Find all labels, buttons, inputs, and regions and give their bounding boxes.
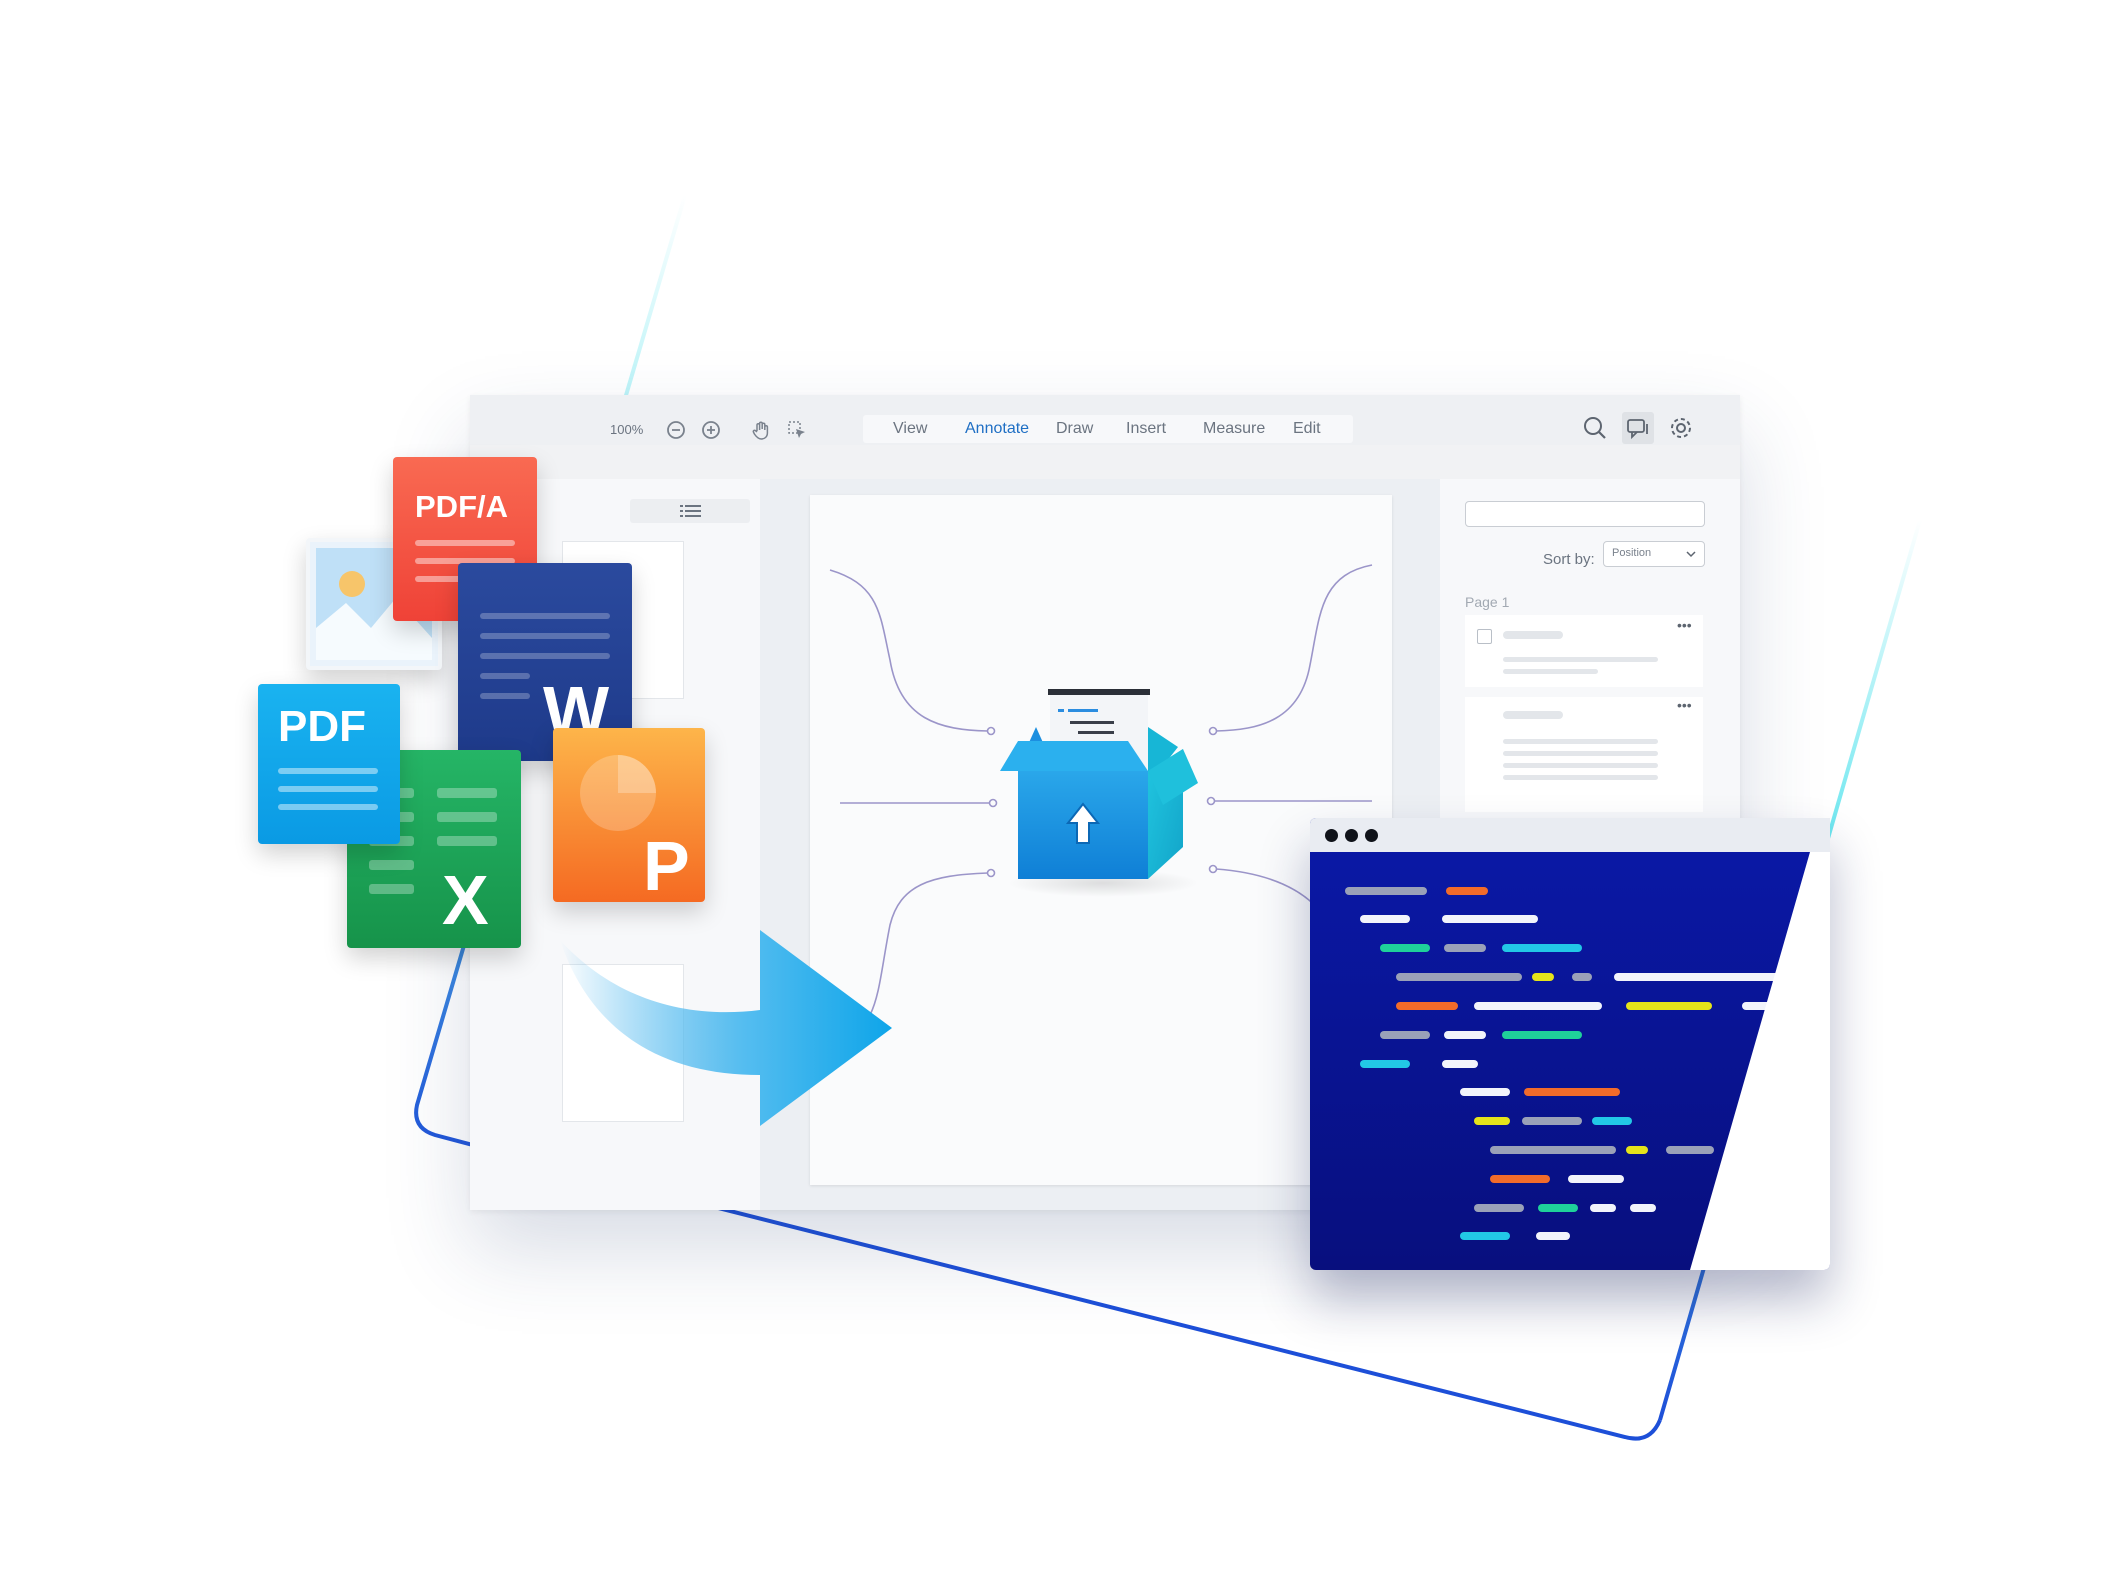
code-token — [1446, 887, 1488, 895]
outline-bottom-edge — [559, 1166, 1662, 1441]
code-token — [1536, 1232, 1570, 1240]
page-heading: Page 1 — [1465, 594, 1510, 610]
code-token — [1626, 1002, 1712, 1010]
window-dot-icon[interactable] — [1325, 829, 1338, 842]
code-token — [1592, 1117, 1632, 1125]
viewer-subbar — [470, 445, 1740, 479]
zoom-out-icon[interactable] — [665, 419, 687, 441]
code-token — [1502, 944, 1582, 952]
code-token — [1614, 973, 1784, 981]
note-card[interactable]: ••• — [1465, 615, 1703, 687]
window-dot-icon[interactable] — [1345, 829, 1358, 842]
sort-by-label: Sort by: — [1543, 551, 1595, 568]
code-token — [1474, 1204, 1524, 1212]
code-token — [1490, 1175, 1550, 1183]
ribbon-tab-bar: View Annotate Draw Insert Measure Edit — [863, 415, 1353, 443]
pie-chart-icon — [580, 755, 656, 831]
sort-by-select[interactable]: Position — [1603, 541, 1705, 567]
code-token — [1532, 973, 1554, 981]
search-icon[interactable] — [1582, 415, 1608, 441]
zoom-level[interactable]: 100% — [610, 422, 644, 437]
code-token — [1444, 1031, 1486, 1039]
note-card[interactable]: ••• — [1465, 697, 1703, 812]
code-token — [1474, 1117, 1510, 1125]
select-cursor-icon[interactable] — [786, 419, 808, 441]
more-options-icon[interactable]: ••• — [1677, 617, 1692, 633]
code-token — [1396, 1002, 1458, 1010]
code-token — [1626, 1146, 1648, 1154]
more-options-icon[interactable]: ••• — [1677, 697, 1692, 713]
code-token — [1460, 1232, 1510, 1240]
code-token — [1345, 887, 1427, 895]
pdf-file-label: PDF — [278, 702, 366, 751]
code-window-slant-mask — [1690, 852, 1830, 1270]
zoom-in-icon[interactable] — [700, 419, 722, 441]
sort-by-value: Position — [1612, 547, 1652, 559]
code-token — [1742, 1002, 1772, 1010]
code-token — [1380, 944, 1430, 952]
chevron-down-icon — [1686, 551, 1696, 558]
settings-gear-icon[interactable] — [1668, 415, 1694, 441]
notes-search-input[interactable] — [1465, 501, 1705, 527]
code-lines — [1310, 818, 1830, 1270]
code-token — [1666, 1146, 1714, 1154]
tab-insert[interactable]: Insert — [1126, 420, 1167, 437]
connector-lines — [829, 564, 1373, 1016]
tab-measure[interactable]: Measure — [1203, 420, 1266, 437]
pdf-file-icon: PDF — [258, 684, 400, 844]
code-token — [1524, 1088, 1620, 1096]
tab-edit[interactable]: Edit — [1293, 420, 1321, 437]
list-icon — [680, 505, 701, 517]
tab-view[interactable]: View — [893, 420, 928, 437]
document-page — [810, 495, 1392, 1185]
powerpoint-file-label: P — [643, 827, 690, 902]
comments-icon — [1627, 419, 1648, 440]
code-token — [1538, 1204, 1578, 1212]
conversion-arrow — [560, 930, 892, 1126]
code-token — [1474, 1002, 1602, 1010]
note-checkbox[interactable] — [1477, 629, 1492, 644]
code-token — [1360, 1060, 1410, 1068]
tab-draw[interactable]: Draw — [1056, 420, 1094, 437]
powerpoint-file-icon: P — [553, 728, 705, 902]
upload-box-icon — [1000, 689, 1198, 897]
excel-file-label: X — [442, 861, 489, 939]
code-token — [1380, 1031, 1430, 1039]
window-dot-icon[interactable] — [1365, 829, 1378, 842]
code-token — [1502, 1031, 1582, 1039]
viewer-toolbar: 100% View Annotate Draw Insert Measure E… — [470, 395, 1740, 445]
code-token — [1442, 1060, 1478, 1068]
tab-annotate[interactable]: Annotate — [965, 420, 1030, 437]
code-token — [1460, 1088, 1510, 1096]
code-window-titlebar — [1310, 818, 1830, 852]
code-token — [1630, 1204, 1656, 1212]
code-token — [1442, 915, 1538, 923]
code-token — [1568, 1175, 1624, 1183]
code-editor-window — [1310, 818, 1830, 1270]
code-token — [1572, 973, 1592, 981]
code-token — [1444, 944, 1486, 952]
comments-button[interactable] — [1622, 412, 1654, 444]
pan-hand-icon[interactable] — [750, 419, 772, 441]
code-token — [1490, 1146, 1616, 1154]
code-token — [1522, 1117, 1582, 1125]
outline-left-edge — [414, 194, 687, 1170]
pdfa-file-label: PDF/A — [415, 489, 508, 524]
code-token — [1396, 973, 1522, 981]
outline-tab-button[interactable] — [630, 499, 750, 523]
code-token — [1590, 1204, 1616, 1212]
code-token — [1360, 915, 1410, 923]
